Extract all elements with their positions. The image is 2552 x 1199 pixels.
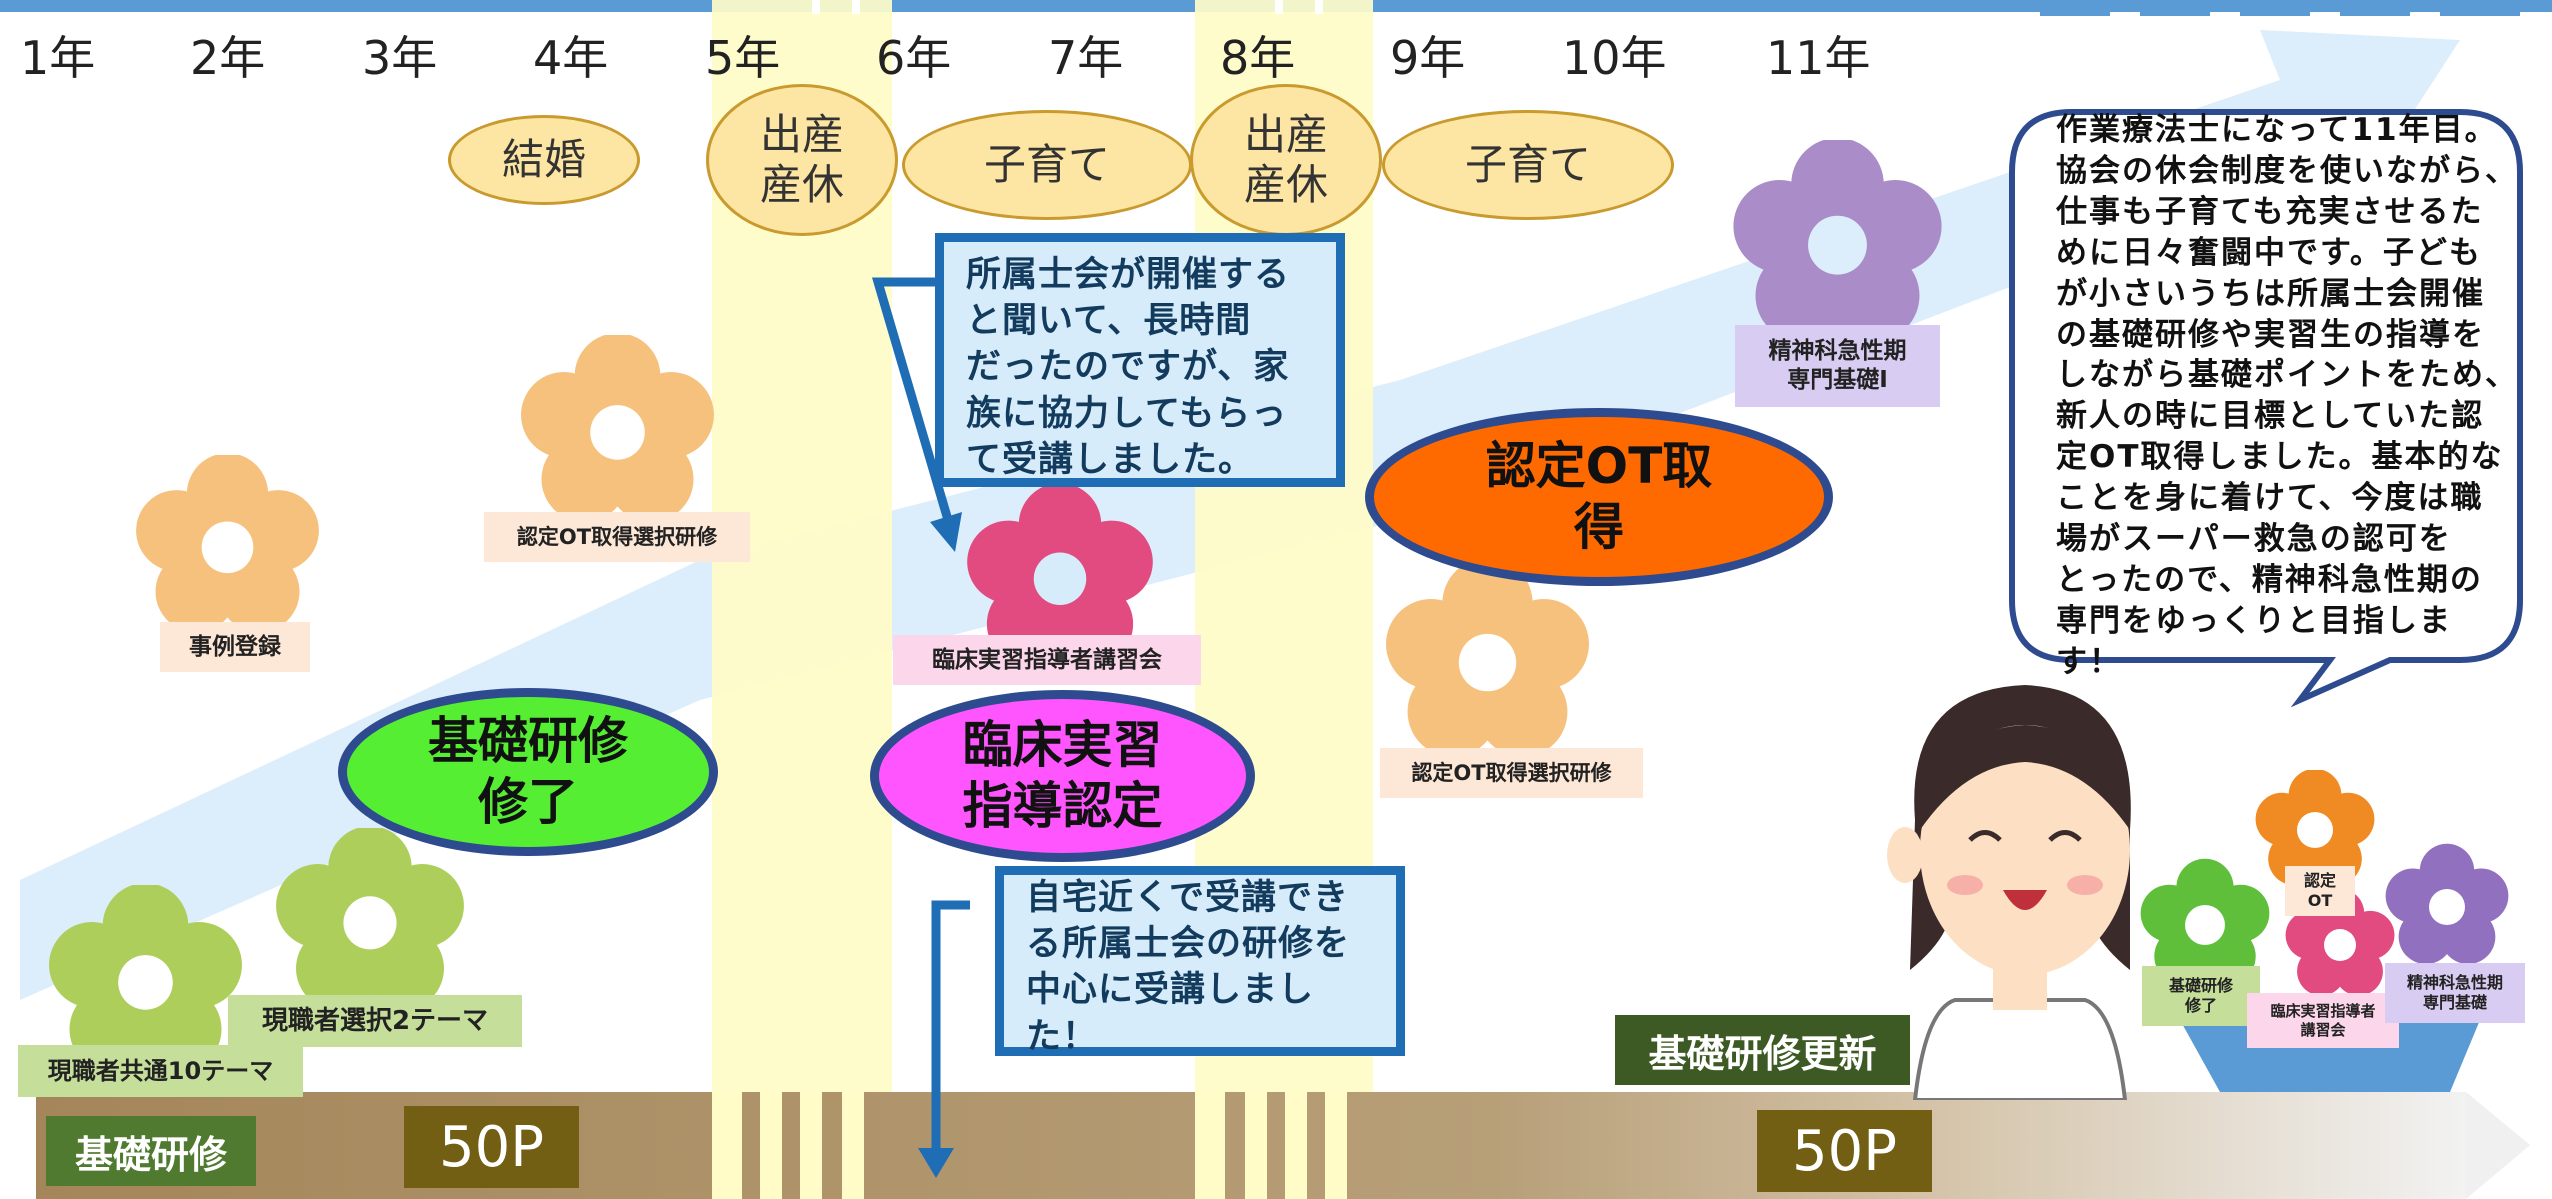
year-label: 6年 <box>876 31 952 85</box>
basic-training-update-label: 基礎研修更新 <box>1615 1015 1910 1085</box>
speech-bubble-text: 作業療法士になって11年目。 協会の休会制度を使いながら、 仕事も子育ても充実さ… <box>2056 112 2518 680</box>
basket-label-ot: 認定 OT <box>2285 866 2355 916</box>
quote-upper: 所属士会が開催する と聞いて、長時間 だったのですが、家 族に協力してもらっ て… <box>935 233 1345 487</box>
quote-lower: 自宅近くで受講でき る所属士会の研修を 中心に受講しまし た！ <box>995 866 1405 1057</box>
label-elective-themes: 現職者選択2テーマ <box>228 995 522 1047</box>
event-maternity-2: 出産 産休 <box>1190 84 1382 236</box>
year-label: 8年 <box>1220 31 1296 85</box>
label-common-themes: 現職者共通10テーマ <box>18 1045 303 1097</box>
milestone-clinical-cert: 臨床実習 指導認定 <box>870 690 1255 862</box>
year-label: 11年 <box>1766 31 1871 85</box>
top-band-dashes <box>2040 4 2520 16</box>
basket-label-basic: 基礎研修 修了 <box>2142 966 2260 1026</box>
flower-green-icon <box>276 828 464 1011</box>
flower-green-icon <box>49 885 242 1073</box>
year-label: 1年 <box>20 31 96 85</box>
flower-basket-illustration <box>2140 770 2509 1092</box>
flower-orange-icon <box>521 335 714 523</box>
arrowhead-icon <box>930 512 962 552</box>
flower-pink-icon <box>967 485 1153 635</box>
label-ot-elective-2: 認定OT取得選択研修 <box>1380 748 1643 798</box>
event-maternity-1: 出産 産休 <box>706 84 898 236</box>
quote-arrow-lower <box>931 900 970 1150</box>
quote-arrow-upper <box>871 277 953 522</box>
label-psych-basic: 精神科急性期 専門基礎Ⅰ <box>1735 325 1940 407</box>
bottom-bar-arrow <box>2466 1092 2530 1199</box>
label-case-registration: 事例登録 <box>160 622 310 672</box>
milestone-ot-acquired: 認定OT取 得 <box>1365 408 1833 586</box>
year-label: 10年 <box>1562 31 1667 85</box>
basic-training-label: 基礎研修 <box>46 1116 256 1186</box>
flower-purple-icon <box>1733 140 1942 342</box>
basket-label-psych: 精神科急性期 専門基礎 <box>2385 963 2525 1023</box>
year-label: 9年 <box>1390 31 1466 85</box>
milestone-basic-complete: 基礎研修 修了 <box>338 688 718 856</box>
flower-orange-icon <box>136 455 319 633</box>
arrowhead-icon <box>918 1148 954 1178</box>
event-childcare-2: 子育て <box>1382 110 1674 220</box>
year-label: 5年 <box>705 31 781 85</box>
event-childcare-1: 子育て <box>902 110 1192 220</box>
flower-orange-icon <box>1386 560 1589 757</box>
event-marriage: 結婚 <box>448 115 640 205</box>
bar-stripes <box>712 1092 1347 1199</box>
basket-label-clinical: 臨床実習指導者 講習会 <box>2247 993 2399 1048</box>
points-badge-1: 50P <box>404 1106 579 1188</box>
year-label: 4年 <box>533 31 609 85</box>
year-label: 2年 <box>190 31 266 85</box>
woman-illustration <box>1887 685 2131 1100</box>
label-clinical-course: 臨床実習指導者講習会 <box>893 635 1201 685</box>
year-label: 7年 <box>1048 31 1124 85</box>
year-label: 3年 <box>362 31 438 85</box>
points-badge-2: 50P <box>1757 1110 1932 1192</box>
label-ot-elective-1: 認定OT取得選択研修 <box>484 512 750 562</box>
